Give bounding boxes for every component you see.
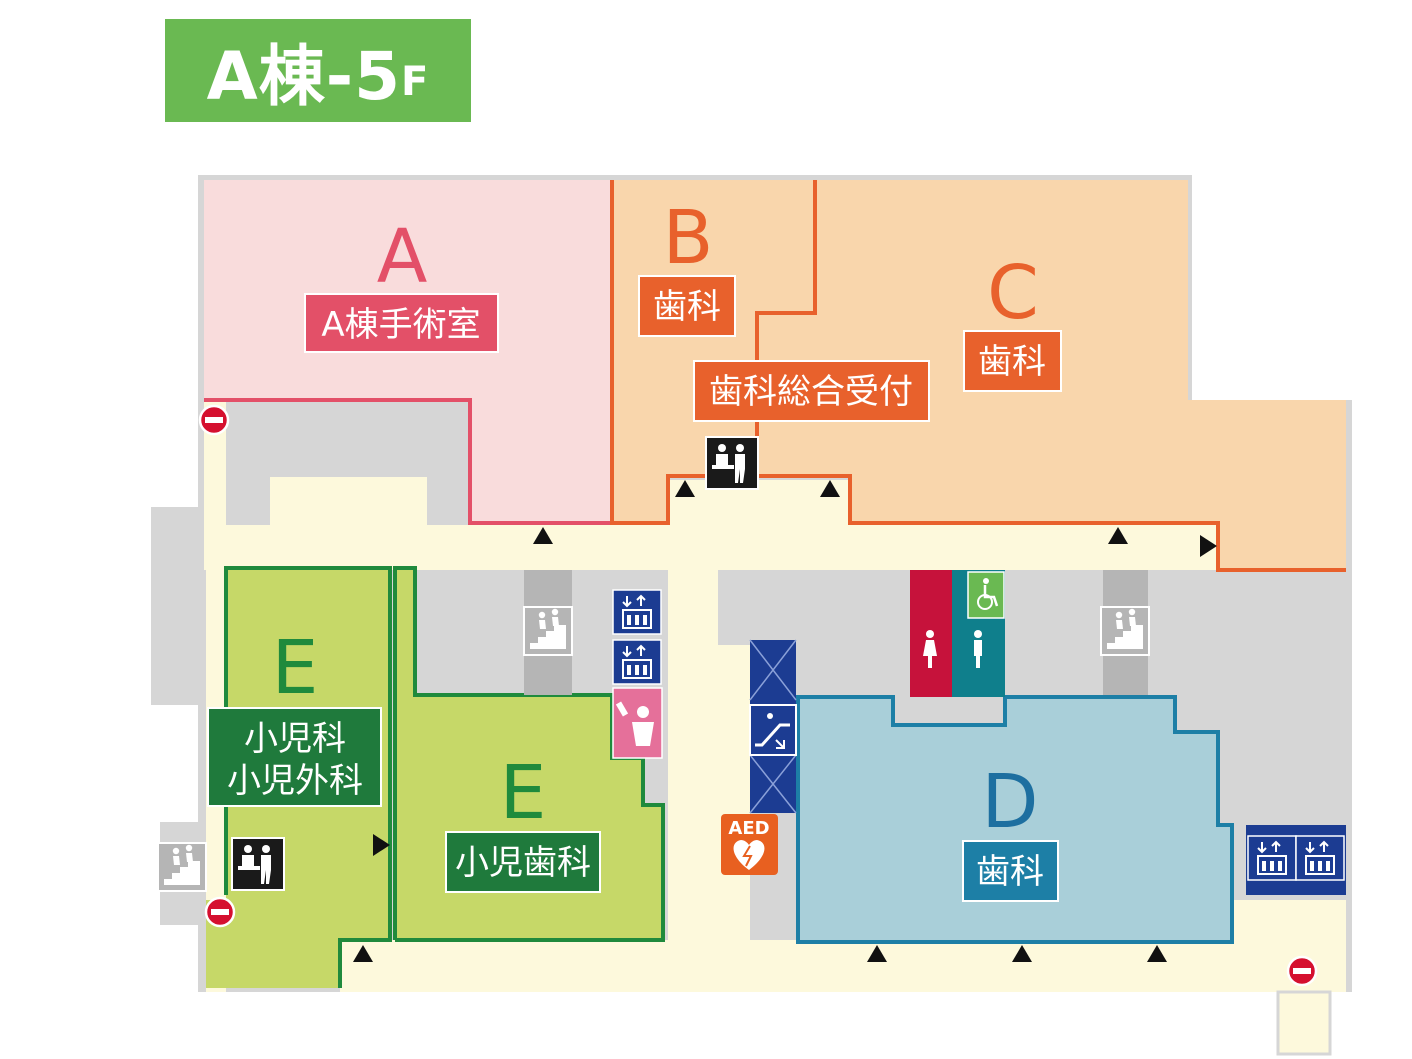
zone-b-label: 歯科 — [653, 287, 721, 327]
entrance-arrow-icon — [820, 480, 840, 497]
zone-e1[interactable]: E 小児科 小児外科 — [206, 566, 392, 988]
reception-desk-icon[interactable] — [231, 837, 285, 891]
no-entry-icon — [204, 896, 236, 928]
accessible-restroom-icon[interactable] — [967, 571, 1005, 619]
entrance-arrow-icon — [1108, 527, 1128, 544]
entrance-arrow-icon — [533, 527, 553, 544]
escalator[interactable] — [749, 639, 797, 814]
entrance-arrow-icon — [675, 480, 695, 497]
zone-d-label: 歯科 — [976, 852, 1044, 892]
no-entry-icon — [198, 404, 230, 436]
restroom-male-icon — [974, 630, 982, 668]
aed-icon[interactable]: AED — [721, 814, 778, 875]
entrance-arrow-icon — [373, 834, 390, 856]
zone-b-letter: B — [663, 195, 714, 281]
elevator-icon[interactable] — [612, 639, 662, 685]
reception-label: 歯科総合受付 — [709, 372, 913, 412]
floor-suffix: F — [401, 58, 430, 105]
zone-e2-label: 小児歯科 — [455, 843, 591, 883]
zone-d-letter: D — [982, 759, 1039, 845]
elevator-bank-right[interactable] — [1246, 825, 1346, 895]
floor-title: A棟-5 — [206, 37, 402, 115]
zone-c-label: 歯科 — [978, 342, 1046, 382]
no-entry-icon — [1286, 955, 1318, 987]
elevator-icon[interactable] — [612, 589, 662, 635]
escalator-icon — [749, 704, 797, 756]
reception-desk-icon[interactable] — [705, 436, 759, 490]
restroom-female[interactable] — [910, 570, 952, 697]
entrance-arrow-icon — [353, 945, 373, 962]
zone-a[interactable]: A A棟手術室 — [204, 180, 612, 525]
aed-label: AED — [728, 818, 769, 839]
zone-a-label: A棟手術室 — [321, 305, 480, 345]
corridor — [204, 400, 1346, 1056]
zone-e1-label-1: 小児科 — [244, 719, 346, 759]
entrance-arrow-icon — [867, 945, 887, 962]
baby-room-icon[interactable] — [612, 687, 663, 759]
stairs-icon[interactable] — [1100, 606, 1150, 656]
zone-a-letter: A — [377, 214, 428, 300]
elevator-icon[interactable] — [1295, 835, 1345, 881]
zone-bc[interactable]: B 歯科 歯科総合受付 C 歯科 — [610, 180, 1346, 572]
zone-e2[interactable]: E 小児歯科 — [393, 566, 665, 942]
entrance-arrow-icon — [1147, 945, 1167, 962]
stairs-icon[interactable] — [523, 606, 573, 656]
elevator-icon[interactable] — [1247, 835, 1297, 881]
zone-e1-letter: E — [272, 625, 319, 711]
zone-e2-letter: E — [500, 750, 547, 836]
zone-d[interactable]: D 歯科 — [796, 695, 1234, 944]
restroom-female-icon — [923, 630, 937, 668]
stairs-icon[interactable] — [157, 842, 207, 892]
entrance-arrow-icon — [1200, 535, 1217, 557]
zone-c-letter: C — [987, 250, 1039, 336]
entrance-arrow-icon — [1012, 945, 1032, 962]
entrance-arrows — [353, 480, 1217, 962]
zone-e1-label-2: 小児外科 — [227, 761, 363, 801]
